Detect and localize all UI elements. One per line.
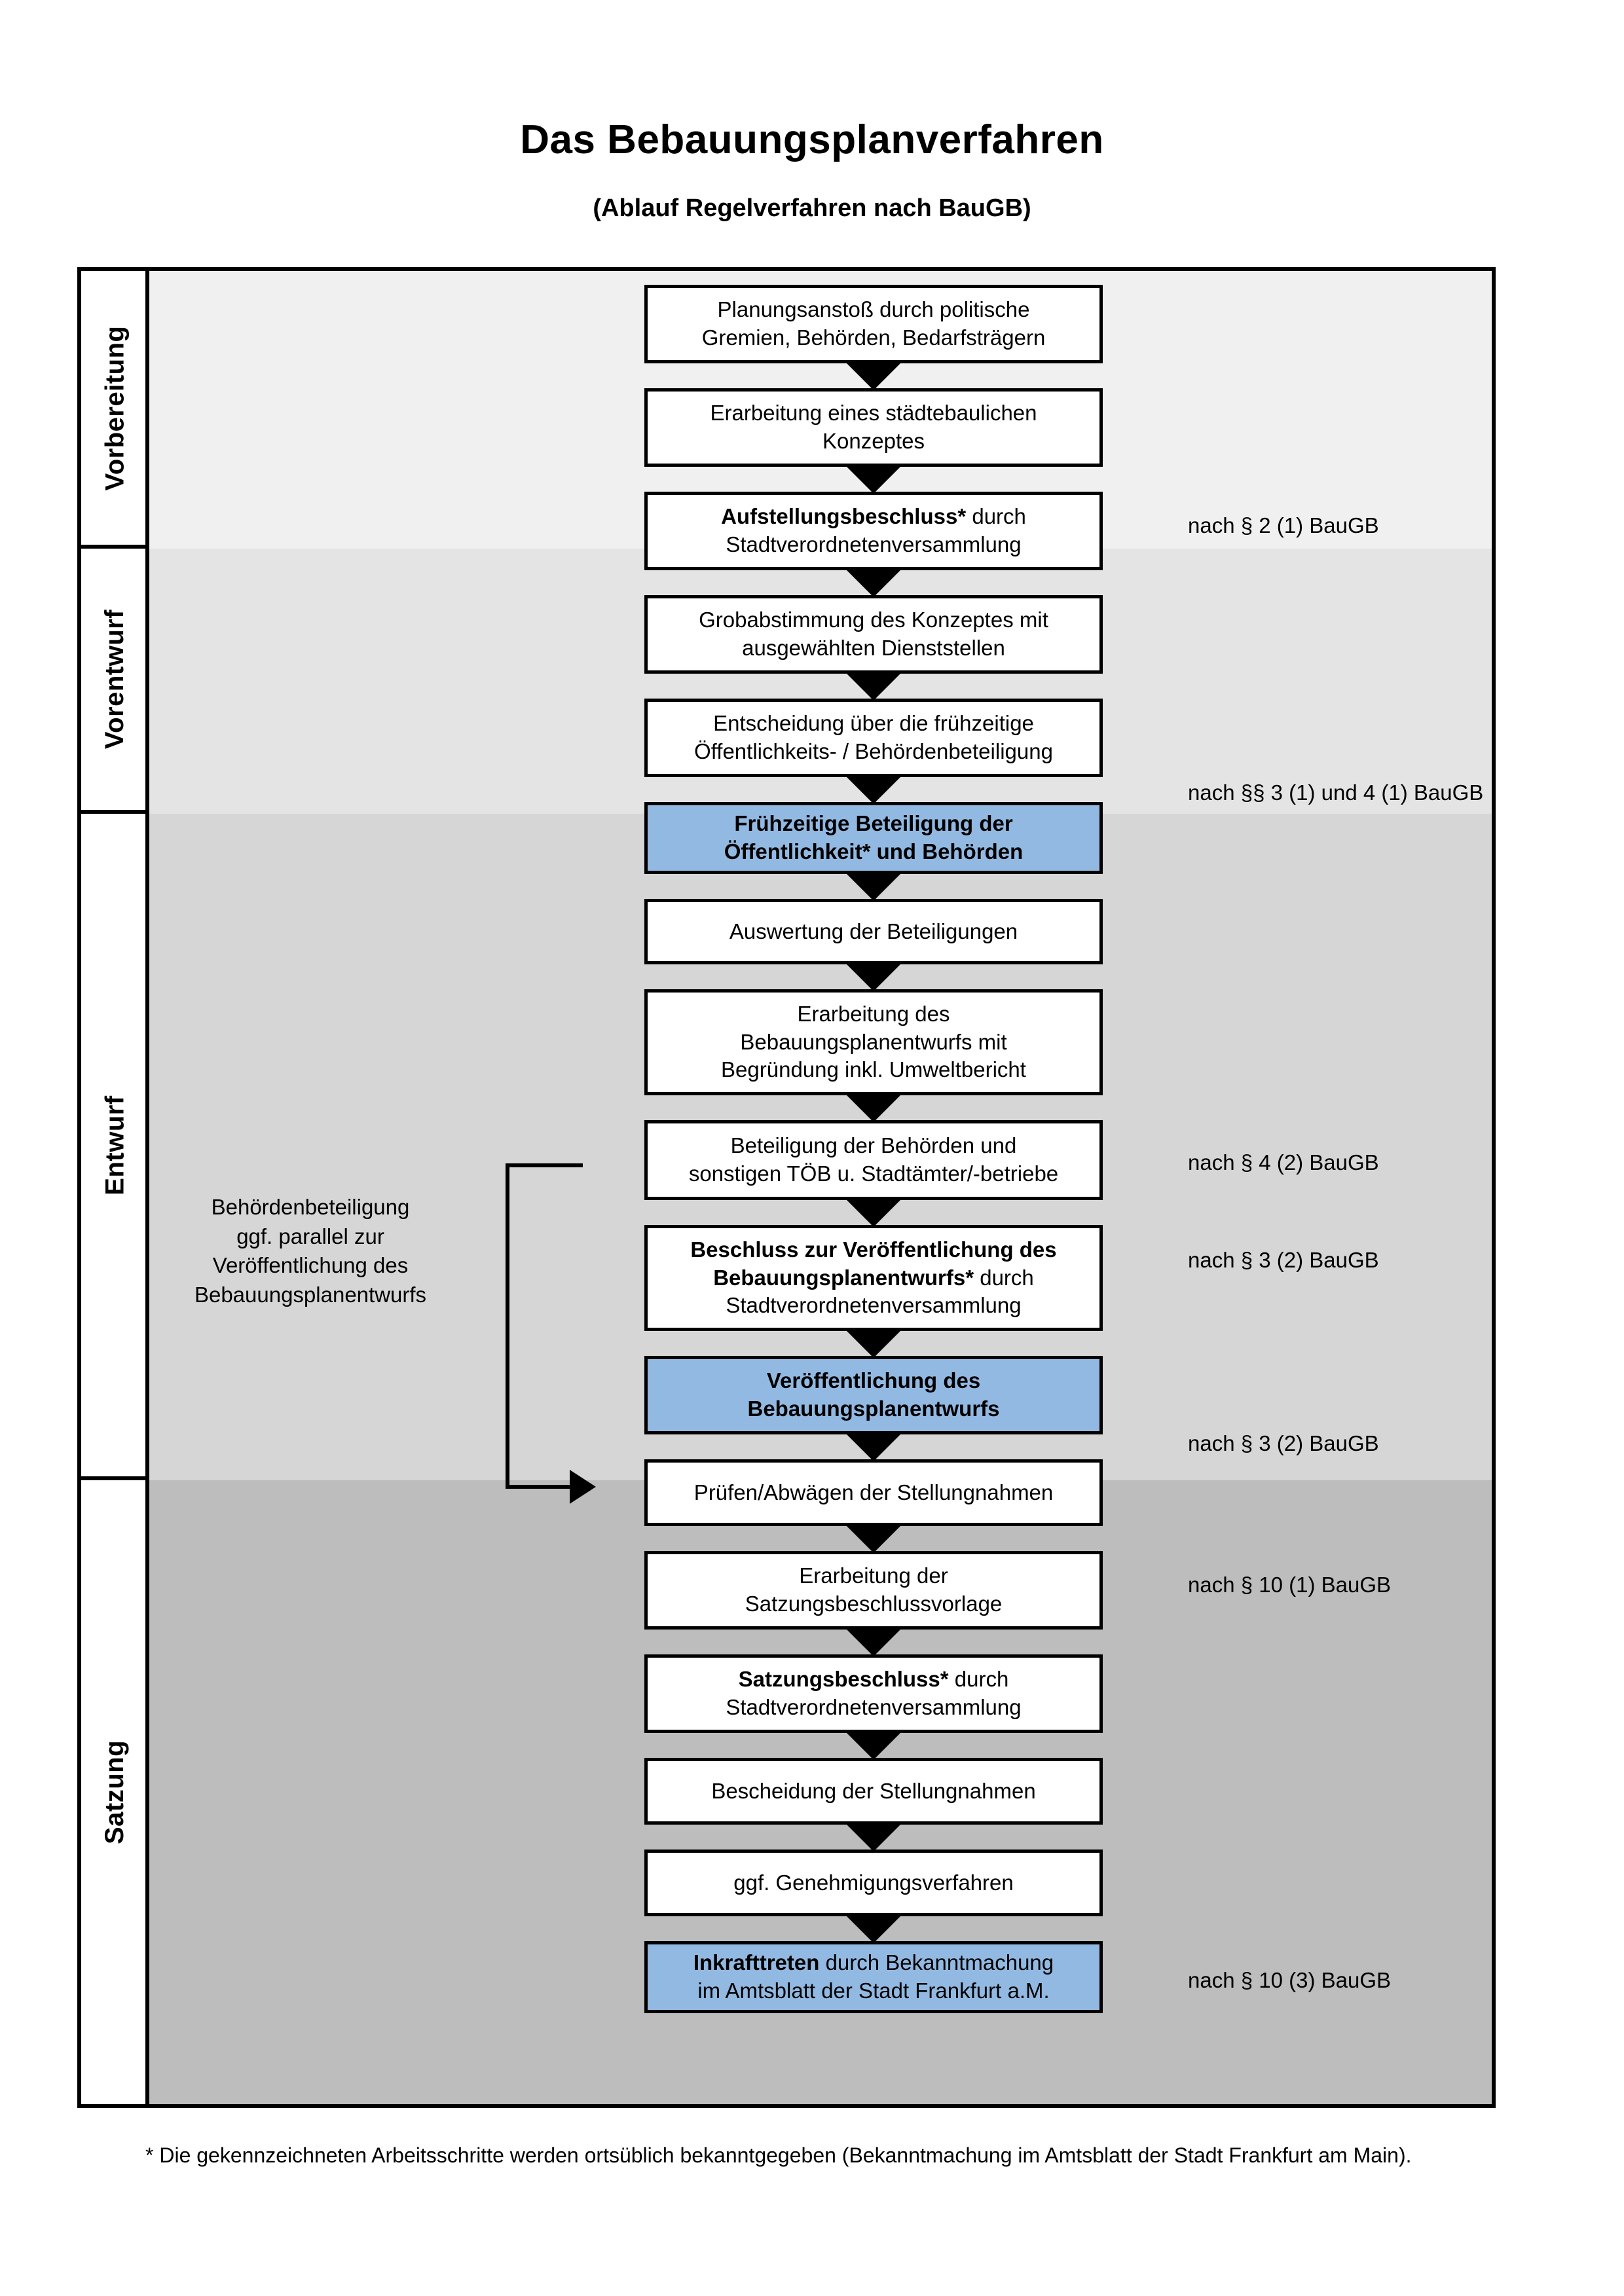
legal-reference-ref-par3-2-a: nach § 3 (2) BauGB xyxy=(1188,1248,1379,1272)
phase-cell-entwurf: Entwurf xyxy=(81,814,149,1480)
flow-arrow-icon xyxy=(843,1328,904,1358)
legal-reference-ref-par10-3: nach § 10 (3) BauGB xyxy=(1188,1968,1392,1992)
flow-node-bescheidung[interactable]: Bescheidung der Stellungnahmen xyxy=(644,1758,1103,1825)
connector-segment-left xyxy=(506,1163,509,1489)
legal-reference-ref-par4-2: nach § 4 (2) BauGB xyxy=(1188,1150,1379,1175)
flow-arrow-icon xyxy=(843,961,904,991)
flow-arrow-icon xyxy=(843,1821,904,1851)
flow-node-auswertung[interactable]: Auswertung der Beteiligungen xyxy=(644,899,1103,964)
flow-arrow-icon xyxy=(843,1730,904,1760)
page-title: Das Bebauungsplanverfahren xyxy=(520,117,1104,162)
flow-arrow-icon xyxy=(843,360,904,390)
phase-label-entwurf: Entwurf xyxy=(100,1095,130,1195)
phase-label-satzung: Satzung xyxy=(100,1740,130,1845)
legal-reference-ref-par3-4-1: nach §§ 3 (1) und 4 (1) BauGB xyxy=(1188,780,1484,805)
phase-label-vorbereitung: Vorbereitung xyxy=(100,325,130,490)
flow-node-pruefen-abwaegen[interactable]: Prüfen/Abwägen der Stellungnahmen xyxy=(644,1459,1103,1526)
flow-node-genehmigungsverfahren[interactable]: ggf. Genehmigungsverfahren xyxy=(644,1850,1103,1916)
phase-cell-vorbereitung: Vorbereitung xyxy=(81,271,149,549)
phase-cell-satzung: Satzung xyxy=(81,1480,149,2104)
connector-segment-top xyxy=(506,1163,583,1167)
footnote: * Die gekennzeichneten Arbeitsschritte w… xyxy=(145,2143,1412,2167)
phase-cell-vorentwurf: Vorentwurf xyxy=(81,549,149,814)
page-subtitle: (Ablauf Regelverfahren nach BauGB) xyxy=(593,194,1031,222)
flow-arrow-icon xyxy=(843,1431,904,1461)
flow-arrow-icon xyxy=(843,1523,904,1553)
legal-reference-ref-par2-1: nach § 2 (1) BauGB xyxy=(1188,513,1379,538)
flow-node-label: ggf. Genehmigungsverfahren xyxy=(733,1870,1014,1895)
flow-arrow-icon xyxy=(843,464,904,494)
flow-node-label: Prüfen/Abwägen der Stellungnahmen xyxy=(693,1480,1054,1504)
legal-reference-ref-par10-1: nach § 10 (1) BauGB xyxy=(1188,1573,1392,1597)
flow-arrow-icon xyxy=(843,670,904,701)
connector-arrowhead xyxy=(570,1470,596,1504)
flow-arrow-icon xyxy=(843,1626,904,1656)
phase-label-vorentwurf: Vorentwurf xyxy=(100,609,130,750)
flow-arrow-icon xyxy=(843,1913,904,1943)
flow-arrow-icon xyxy=(843,1197,904,1227)
flow-arrow-icon xyxy=(843,871,904,901)
side-annotation-behoerdenbeteiligung: Behördenbeteiligung ggf. parallel zur Ve… xyxy=(194,1195,427,1307)
legal-reference-ref-par3-2-b: nach § 3 (2) BauGB xyxy=(1188,1431,1379,1455)
flow-arrow-icon xyxy=(843,567,904,597)
flow-node-label: Auswertung der Beteiligungen xyxy=(729,919,1018,943)
connector-segment-bottom xyxy=(506,1485,576,1489)
document-header: Das Bebauungsplanverfahren (Ablauf Regel… xyxy=(0,0,1624,223)
flow-arrow-icon xyxy=(843,1092,904,1122)
flow-node-label: Bescheidung der Stellungnahmen xyxy=(711,1778,1036,1803)
flow-arrow-icon xyxy=(843,774,904,804)
